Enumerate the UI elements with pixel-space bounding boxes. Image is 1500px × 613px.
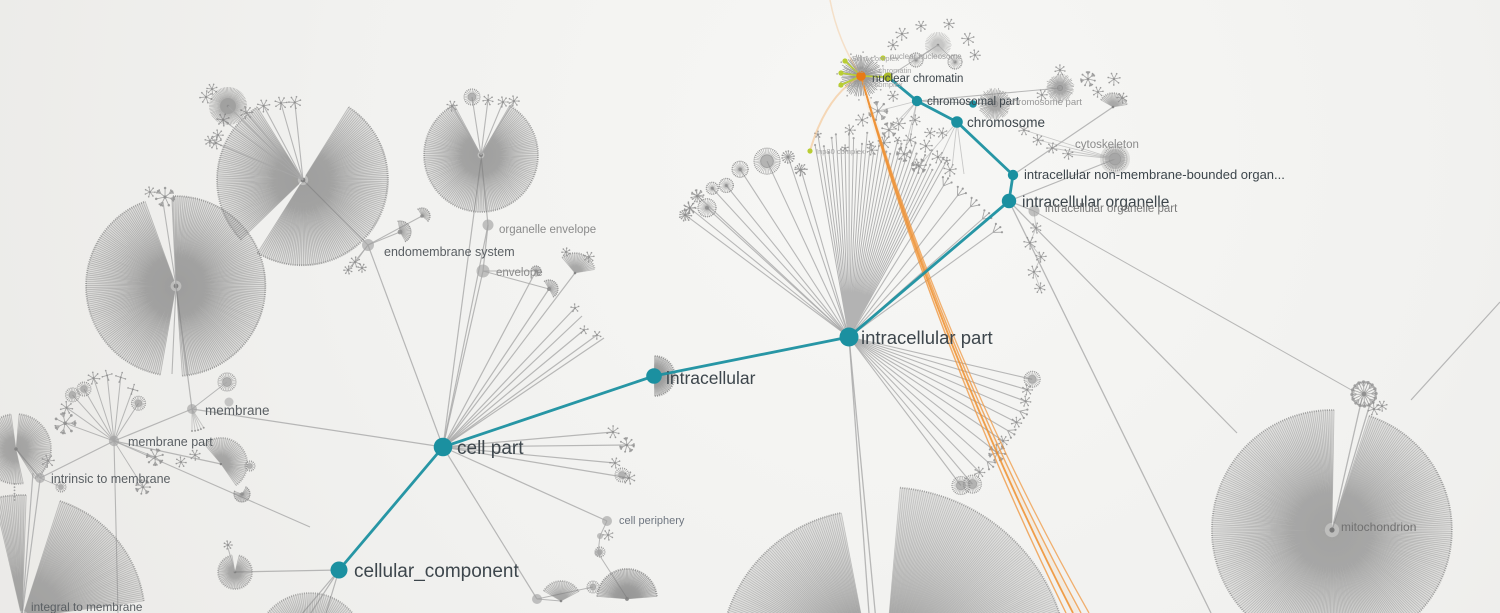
svg-text:membrane: membrane — [205, 403, 270, 418]
svg-text:chromosomal part: chromosomal part — [927, 96, 1020, 108]
svg-text:intracellular organelle part: intracellular organelle part — [1045, 203, 1178, 215]
svg-text:nucleolar chromatin: nucleolar chromatin — [846, 66, 911, 75]
svg-text:nuclear nucleosome: nuclear nucleosome — [890, 52, 962, 61]
svg-text:envelope: envelope — [496, 267, 543, 279]
svg-text:cellular_component: cellular_component — [354, 561, 519, 582]
svg-text:chromosome part: chromosome part — [1008, 97, 1082, 108]
svg-text:cell part: cell part — [457, 438, 524, 459]
svg-text:organelle envelope: organelle envelope — [499, 224, 596, 236]
svg-text:membrane part: membrane part — [128, 435, 213, 449]
svg-text:cytoskeleton: cytoskeleton — [1075, 139, 1139, 151]
svg-text:Inp80 complex: Inp80 complex — [816, 147, 865, 156]
svg-text:Swr1 complex: Swr1 complex — [852, 54, 899, 63]
svg-text:mitochondrion: mitochondrion — [1341, 520, 1416, 534]
svg-text:intracellular: intracellular — [666, 368, 756, 388]
svg-text:cell periphery: cell periphery — [619, 515, 685, 527]
svg-text:intracellular part: intracellular part — [861, 327, 993, 348]
svg-text:intracellular non-membrane-bou: intracellular non-membrane-bounded organ… — [1024, 167, 1285, 182]
svg-text:intrinsic to membrane: intrinsic to membrane — [51, 472, 171, 486]
svg-text:integral to membrane: integral to membrane — [31, 600, 143, 613]
svg-text:ASTRA complex: ASTRA complex — [848, 80, 903, 89]
svg-text:endomembrane system: endomembrane system — [384, 245, 515, 259]
svg-text:chromosome: chromosome — [967, 115, 1045, 130]
svg-text:intracellular organelle: intracellular organelle — [1022, 194, 1169, 211]
svg-text:nuclear chromatin: nuclear chromatin — [872, 73, 963, 85]
